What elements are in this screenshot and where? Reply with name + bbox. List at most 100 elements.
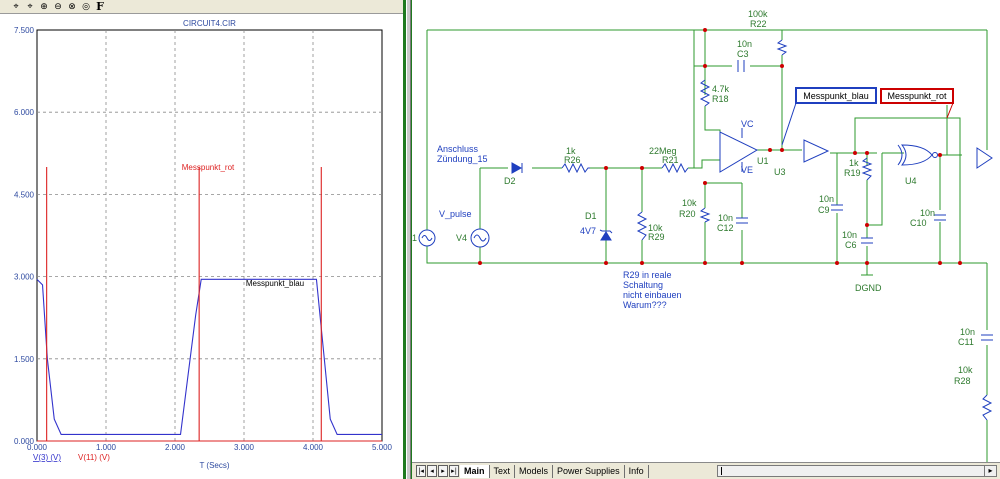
- c12-capacitor[interactable]: [736, 217, 748, 224]
- u4-label: U4: [905, 176, 917, 186]
- legend-entry-v3: V(3) (V): [33, 453, 61, 462]
- u1-label: U1: [757, 156, 769, 166]
- r20-resistor[interactable]: [699, 207, 711, 223]
- zoom-in-icon[interactable]: ⊕: [40, 1, 48, 12]
- c12-name: C12: [717, 223, 734, 233]
- x-tick-label: 3.000: [234, 443, 255, 452]
- c9-capacitor[interactable]: [831, 204, 843, 211]
- series-line-v11: [37, 167, 382, 442]
- u1-opamp[interactable]: [719, 128, 759, 173]
- y-tick-label: 3.000: [14, 273, 35, 282]
- next-page-button[interactable]: ▸: [438, 465, 448, 477]
- r26-name: R26: [564, 155, 581, 165]
- zuendung-label: Zündung_15: [437, 154, 488, 164]
- note-line-1: R29 in reale: [623, 270, 672, 280]
- y-tick-label: 0.000: [14, 437, 35, 446]
- y-tick-label: 4.500: [14, 190, 35, 199]
- messpunkt-rot-label: Messpunkt_rot: [887, 91, 947, 101]
- c11-name: C11: [958, 337, 974, 347]
- r18-resistor[interactable]: [699, 79, 711, 107]
- tab-main[interactable]: Main: [460, 464, 490, 478]
- v1-source[interactable]: [418, 229, 436, 247]
- schematic-canvas[interactable]: Messpunkt_blau Messpunkt_rot 100k R22 10…: [412, 0, 1000, 462]
- r22-resistor[interactable]: [776, 39, 788, 56]
- v-pulse-label: V_pulse: [439, 209, 472, 219]
- zoom-area-icon[interactable]: ⊗: [68, 1, 76, 12]
- tab-power-supplies[interactable]: Power Supplies: [553, 464, 625, 478]
- analysis-toolbar: ⌖ ⌖ ⊕ ⊖ ⊗ ◎ F: [0, 0, 403, 14]
- font-button[interactable]: F: [96, 0, 104, 13]
- messpunkt-blau-marker[interactable]: [795, 87, 877, 104]
- u3-label: U3: [774, 167, 786, 177]
- y-tick-label: 6.000: [14, 108, 35, 117]
- ve-label: VE: [741, 165, 753, 175]
- messpunkt-blau-label: Messpunkt_blau: [803, 91, 869, 101]
- r19-name: R19: [844, 168, 861, 178]
- r22-name: R22: [750, 19, 767, 29]
- x-tick-label: 5.000: [372, 443, 393, 452]
- horizontal-scrollbar[interactable]: ▸: [717, 465, 997, 477]
- u4-xor-gate[interactable]: [897, 144, 938, 166]
- data-point-icon[interactable]: ◎: [82, 1, 90, 12]
- r26-value: 1k: [566, 146, 576, 156]
- schematic-window: Messpunkt_blau Messpunkt_rot 100k R22 10…: [411, 0, 1000, 479]
- r20-name: R20: [679, 209, 696, 219]
- c12-value: 10n: [718, 213, 733, 223]
- r28-value: 10k: [958, 365, 973, 375]
- d1-zener[interactable]: [599, 229, 613, 241]
- c3-name: C3: [737, 49, 749, 59]
- messpunkt-rot-marker[interactable]: [880, 88, 954, 104]
- x-axis-label: T (Secs): [199, 461, 229, 470]
- c11-capacitor[interactable]: [981, 334, 993, 341]
- schematic-tab-bar: |◂ ◂ ▸ ▸| Main Text Models Power Supplie…: [412, 462, 1000, 479]
- r29-resistor[interactable]: [636, 211, 648, 241]
- trace-cursor-left-icon[interactable]: ⌖: [13, 1, 19, 12]
- c11-value: 10n: [960, 327, 975, 337]
- dgnd-label: DGND: [855, 283, 882, 293]
- c10-capacitor[interactable]: [934, 214, 946, 221]
- x-tick-label: 2.000: [165, 443, 186, 452]
- node-1-label: 1: [412, 233, 417, 243]
- c6-capacitor[interactable]: [861, 237, 873, 244]
- plot-area: [36, 29, 383, 442]
- r21-resistor[interactable]: [661, 162, 689, 174]
- r29-name: R29: [648, 232, 665, 242]
- tab-models[interactable]: Models: [515, 464, 554, 478]
- r26-resistor[interactable]: [561, 162, 590, 174]
- junction-dots: [478, 28, 962, 265]
- d2-diode[interactable]: [511, 162, 523, 174]
- x-tick-label: 1.000: [96, 443, 117, 452]
- window-splitter[interactable]: [406, 0, 411, 479]
- c3-capacitor[interactable]: [737, 60, 745, 72]
- d1-value: 4V7: [580, 226, 596, 236]
- scroll-marker: [721, 467, 724, 475]
- c9-value: 10n: [819, 194, 834, 204]
- scroll-right-arrow-icon[interactable]: ▸: [984, 466, 996, 476]
- r18-name: R18: [712, 94, 729, 104]
- r21-name: R21: [662, 155, 679, 165]
- d1-label: D1: [585, 211, 597, 221]
- r19-resistor[interactable]: [861, 157, 873, 181]
- next-buffer[interactable]: [976, 147, 993, 169]
- r28-resistor[interactable]: [981, 394, 993, 421]
- v4-label: V4: [456, 233, 467, 243]
- tab-text[interactable]: Text: [490, 464, 516, 478]
- tab-info[interactable]: Info: [625, 464, 649, 478]
- c9-name: C9: [818, 205, 830, 215]
- last-page-button[interactable]: ▸|: [449, 465, 459, 477]
- first-page-button[interactable]: |◂: [416, 465, 426, 477]
- c6-value: 10n: [842, 230, 857, 240]
- note-line-4: Warum???: [623, 300, 667, 310]
- note-line-2: Schaltung: [623, 280, 663, 290]
- zoom-out-icon[interactable]: ⊖: [54, 1, 62, 12]
- v4-source[interactable]: [470, 228, 490, 248]
- u3-buffer[interactable]: [803, 139, 830, 163]
- c6-name: C6: [845, 240, 857, 250]
- r21-value: 22Meg: [649, 146, 677, 156]
- prev-page-button[interactable]: ◂: [427, 465, 437, 477]
- trace-cursor-right-icon[interactable]: ⌖: [27, 1, 33, 12]
- x-tick-label: 0.000: [27, 443, 48, 452]
- legend-entry-v11: V(11) (V): [78, 453, 110, 462]
- y-tick-label: 7.500: [14, 26, 35, 35]
